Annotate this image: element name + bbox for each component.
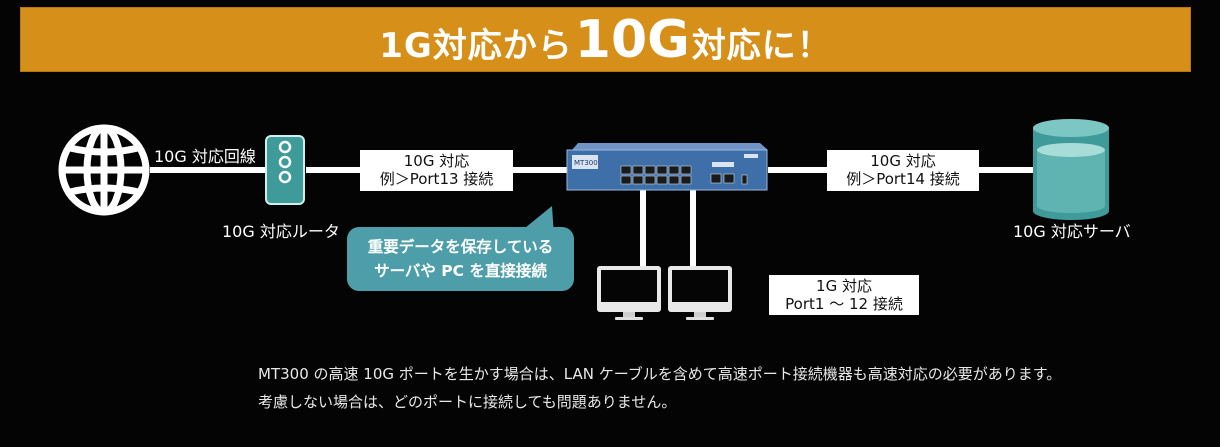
globe-icon [58,124,150,216]
box-port14-line1: 10G 対応 [870,152,936,170]
label-10g-server: 10G 対応サーバ [1013,222,1131,241]
switch-icon: MT300 [566,143,768,191]
footnote: MT300 の高速 10G ポートを生かす場合は、LAN ケーブルを含めて高速ポ… [258,360,1061,416]
banner-title-part1: 1G対応から [379,25,573,66]
box-port1-12: 1G 対応 Port1 〜 12 接続 [769,275,919,315]
title-banner: 1G対応から 10G 対応に！ [20,7,1191,72]
banner-title: 1G対応から 10G 対応に！ [379,10,832,70]
box-port13: 10G 対応 例＞Port13 接続 [360,150,513,191]
callout-line1: 重要データを保存している [367,238,554,256]
footnote-line1: MT300 の高速 10G ポートを生かす場合は、LAN ケーブルを含めて高速ポ… [258,365,1062,383]
monitor-icon [597,266,661,320]
monitor-icon [668,266,732,320]
box-port13-line1: 10G 対応 [403,152,470,170]
server-icon [1033,119,1109,220]
box-port14: 10G 対応 例＞Port14 接続 [827,150,979,191]
box-port1-12-line1: 1G 対応 [816,277,872,295]
router-icon [265,135,305,205]
label-10g-line: 10G 対応回線 [154,147,256,166]
switch-ports [620,165,748,185]
label-10g-router: 10G 対応ルータ [222,222,340,241]
banner-title-part2: 対応に！ [691,25,832,66]
callout-direct-connect: 重要データを保存している サーバや PC を直接接続 [347,227,574,291]
switch-model-label: MT300 [574,159,598,167]
callout-line2: サーバや PC を直接接続 [374,262,547,280]
box-port1-12-line2: Port1 〜 12 接続 [785,295,903,313]
banner-title-10g: 10G [574,9,690,70]
box-port14-line2: 例＞Port14 接続 [846,170,960,188]
box-port13-line2: 例＞Port13 接続 [379,170,494,188]
footnote-line2: 考慮しない場合は、どのポートに接続しても問題ありません。 [258,393,677,411]
